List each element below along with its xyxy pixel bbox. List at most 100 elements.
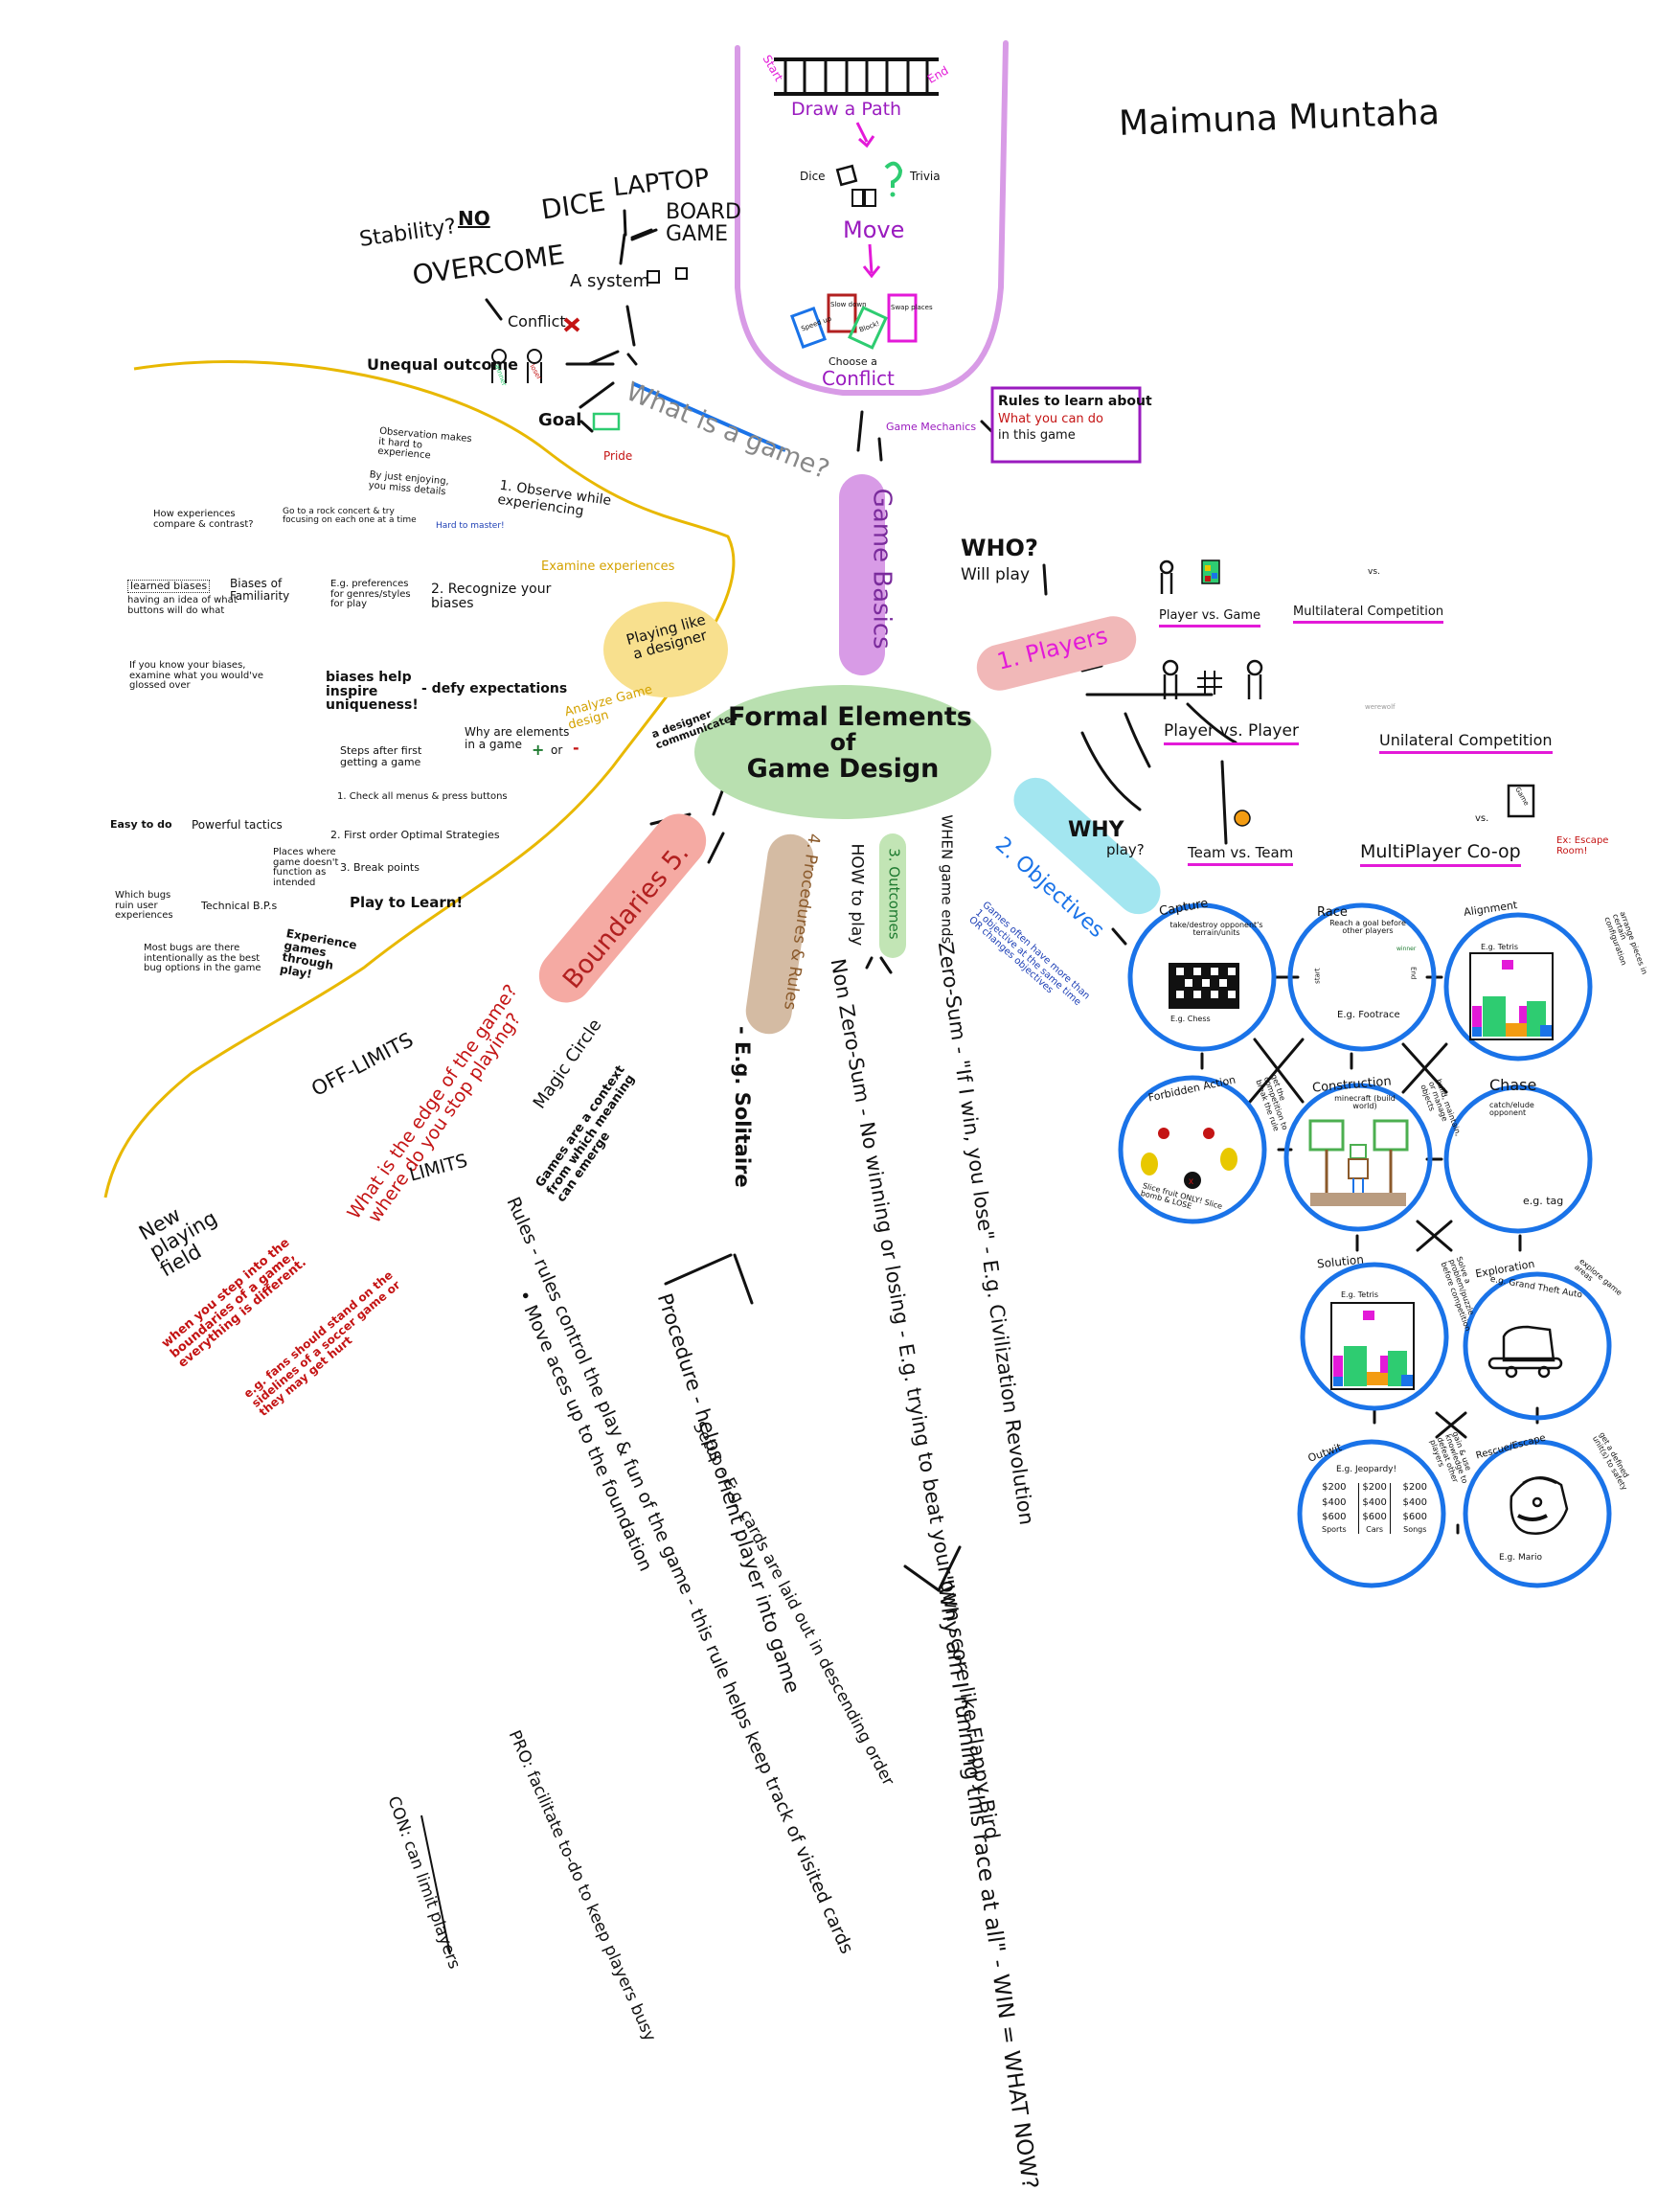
mechanics-box-text: Rules to learn about What you can do in … bbox=[998, 395, 1152, 444]
technical-bp-label: Technical B.P.s bbox=[201, 900, 278, 912]
play-to-learn-label: Play to Learn! bbox=[350, 894, 464, 911]
jeopardy-category: Sports bbox=[1322, 1524, 1347, 1534]
objective-race-desc: Reach a goal before other players bbox=[1329, 919, 1406, 936]
tictactoe-icon bbox=[1197, 671, 1222, 695]
outcomes-pill bbox=[879, 833, 906, 958]
bugs-ruin-note: Which bugs ruin user experiences bbox=[115, 890, 173, 921]
solitaire-example: - E.g. Solitaire bbox=[731, 1026, 755, 1188]
objective-construction-example: minecraft (build world) bbox=[1334, 1094, 1396, 1111]
mind-map-canvas: x bbox=[103, 40, 1612, 1955]
objective-chase-desc: catch/elude opponent bbox=[1489, 1101, 1534, 1118]
center-node[interactable]: Formal Elements of Game Design bbox=[728, 702, 972, 784]
when-game-ends: WHEN game ends bbox=[938, 814, 956, 945]
alignment-circle-shape bbox=[1443, 912, 1593, 1061]
know-your-biases-note: If you know your biases, examine what yo… bbox=[129, 660, 264, 691]
car-icon bbox=[1487, 1325, 1563, 1379]
forbidden-circle-shape bbox=[1118, 1075, 1267, 1224]
stability-answer: NO bbox=[458, 207, 490, 230]
center-title-line1: Formal Elements bbox=[728, 702, 972, 732]
solution-circle-shape bbox=[1300, 1262, 1449, 1411]
objective-outwit-example: E.g. Jeopardy! bbox=[1336, 1465, 1397, 1474]
easy-to-do-label: Easy to do bbox=[110, 818, 172, 831]
minus-sign: - bbox=[573, 739, 579, 757]
jeopardy-value: $600 bbox=[1402, 1512, 1427, 1522]
plus-sign: + bbox=[532, 741, 545, 759]
race-end-label: End bbox=[1409, 967, 1418, 980]
goal-label: Goal bbox=[538, 410, 582, 430]
objective-capture-desc: take/destroy opponent's terrain/units bbox=[1169, 921, 1263, 938]
examine-experiences-label: Examine experiences bbox=[541, 559, 675, 574]
learned-biases-note: having an idea of what buttons will do w… bbox=[127, 595, 238, 616]
swap-places-card: Swap places bbox=[891, 304, 933, 311]
unilateral-competition: Unilateral Competition bbox=[1379, 732, 1553, 754]
jeopardy-value: $400 bbox=[1362, 1496, 1387, 1508]
slow-down-card: Slow down bbox=[830, 301, 867, 308]
jeopardy-col-sports: $200 $400 $600 Sports bbox=[1322, 1482, 1347, 1534]
defy-expectations: - defy expectations bbox=[421, 681, 568, 696]
vs-label-coop: vs. bbox=[1475, 813, 1489, 824]
mario-icon bbox=[1510, 1476, 1569, 1535]
who-will-play: Will play bbox=[961, 565, 1031, 584]
step3-label: 3. Break points bbox=[340, 861, 420, 874]
center-node-shape bbox=[694, 685, 991, 819]
learned-biases-tag: learned biases bbox=[127, 580, 211, 593]
race-start-label: start bbox=[1313, 968, 1322, 984]
team-vs-team: Team vs. Team bbox=[1188, 845, 1294, 866]
chase-circle-shape bbox=[1443, 1084, 1593, 1234]
designer-region-boundary bbox=[103, 360, 736, 1198]
dice-label: Dice bbox=[800, 170, 826, 183]
players-pill bbox=[976, 616, 1137, 691]
vs-label-multilateral: vs. bbox=[1368, 567, 1380, 577]
jeopardy-category: Songs bbox=[1403, 1524, 1427, 1534]
dice-shape bbox=[835, 164, 858, 187]
system-label: A system bbox=[570, 271, 650, 291]
objective-race-example: E.g. Footrace bbox=[1337, 1010, 1400, 1020]
trivia-label: Trivia bbox=[910, 170, 941, 183]
outwit-circle-shape bbox=[1297, 1439, 1446, 1588]
step1-label: 1. Check all menus & press buttons bbox=[337, 791, 508, 802]
player-vs-player: Player vs. Player bbox=[1164, 722, 1299, 745]
mechanics-line2: What you can do bbox=[998, 411, 1103, 426]
trivia-shape bbox=[884, 161, 903, 188]
conflict-label: Conflict bbox=[508, 312, 566, 331]
playing-designer-blob bbox=[603, 602, 728, 697]
step2-label: 2. First order Optimal Strategies bbox=[330, 829, 500, 841]
game-basics-label[interactable]: Game Basics bbox=[867, 488, 897, 650]
tetris-icon-alignment bbox=[1469, 952, 1554, 1040]
move-label: Move bbox=[843, 217, 905, 243]
biases-inspire-uniqueness: biases help inspire uniqueness! bbox=[326, 670, 419, 714]
break-points-note: Places where game doesn't function as in… bbox=[273, 847, 339, 888]
jeopardy-value: $200 bbox=[1322, 1482, 1347, 1493]
minecraft-icon bbox=[1308, 1119, 1409, 1206]
werewolf-label: werewolf bbox=[1365, 703, 1396, 711]
why-elements-note: Why are elements in a game bbox=[465, 725, 570, 751]
conflict-x-icon bbox=[563, 317, 580, 332]
objective-capture-example: E.g. Chess bbox=[1170, 1015, 1211, 1023]
player-vs-game: Player vs. Game bbox=[1159, 609, 1261, 628]
race-circle-shape bbox=[1287, 902, 1437, 1052]
center-title-line3: Game Design bbox=[746, 753, 940, 784]
jeopardy-value: $400 bbox=[1402, 1496, 1427, 1508]
mechanics-line3: in this game bbox=[998, 428, 1076, 444]
jeopardy-col-cars: $200 $400 $600 Cars bbox=[1358, 1482, 1391, 1534]
how-to-play: HOW to play bbox=[847, 843, 867, 947]
who-question: WHO? bbox=[961, 535, 1038, 561]
capture-circle-shape bbox=[1127, 902, 1277, 1052]
powerful-tactics-label: Powerful tactics bbox=[192, 818, 283, 832]
jeopardy-category: Cars bbox=[1366, 1524, 1384, 1534]
jeopardy-value: $600 bbox=[1362, 1512, 1387, 1522]
objective-solution-example: E.g. Tetris bbox=[1341, 1290, 1379, 1299]
money-icon bbox=[592, 412, 621, 431]
system-example-board-game: BOARD GAME bbox=[666, 200, 741, 247]
exploration-circle-shape bbox=[1463, 1271, 1612, 1421]
tetris-icon-solution bbox=[1330, 1302, 1415, 1390]
game-basics-container bbox=[735, 40, 1009, 396]
jeopardy-value: $200 bbox=[1362, 1482, 1387, 1493]
draw-path-label: Draw a Path bbox=[791, 99, 902, 120]
outcomes-label[interactable]: 3. Outcomes bbox=[885, 848, 903, 940]
objective-chase-example: e.g. tag bbox=[1523, 1195, 1564, 1207]
or-text: or bbox=[551, 743, 563, 757]
procedures-pill bbox=[745, 833, 814, 1035]
multilateral-competition: Multilateral Competition bbox=[1293, 605, 1444, 624]
steps-after-note: Steps after first getting a game bbox=[340, 744, 422, 768]
